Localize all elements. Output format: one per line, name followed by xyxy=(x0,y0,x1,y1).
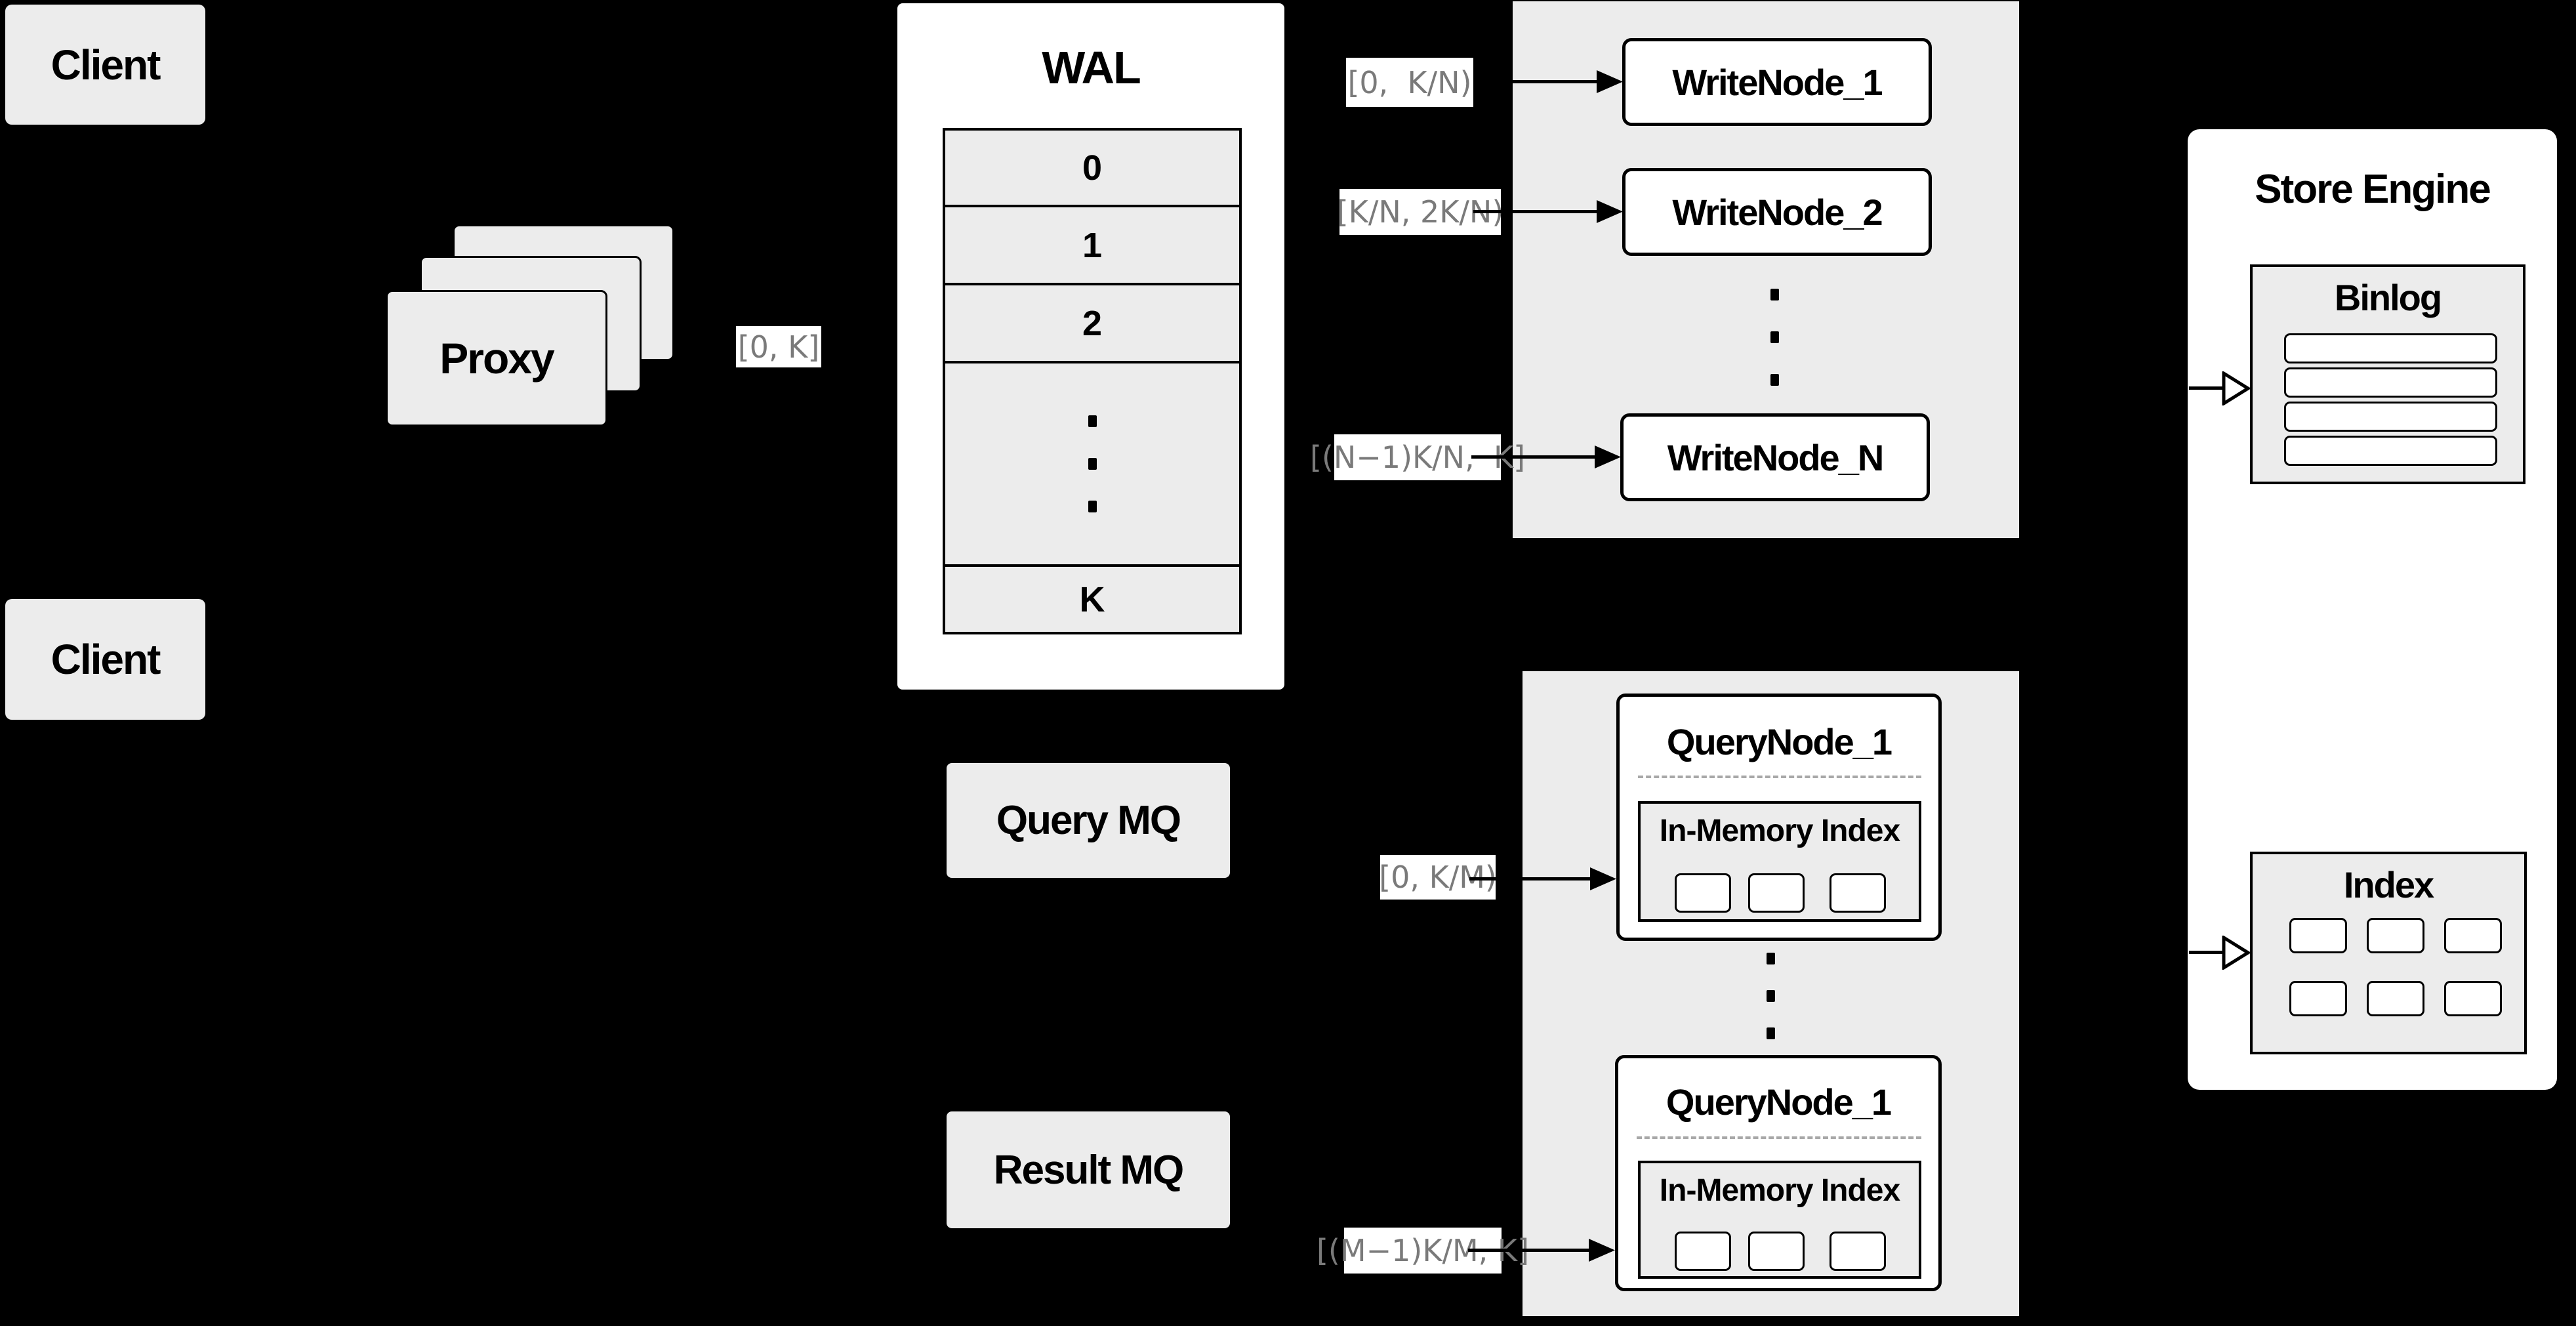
wal-segment-row-last: K xyxy=(945,564,1239,632)
ellipsis-dot xyxy=(1088,458,1097,470)
in-memory-index-2-title-wrap: In-Memory Index xyxy=(1641,1169,1919,1212)
query-node-2-box: QueryNode_1 In-Memory Index xyxy=(1615,1055,1942,1291)
client-top-label: Client xyxy=(51,41,161,89)
wal-segment-table: 0 1 2 K xyxy=(943,128,1242,634)
ellipsis-dot xyxy=(1767,990,1775,1002)
store-engine-title-wrap: Store Engine xyxy=(2188,161,2557,217)
arrow-to-index xyxy=(2189,936,2250,970)
query-node-2-separator xyxy=(1637,1136,1921,1139)
query-node-1-title-wrap: QueryNode_1 xyxy=(1620,715,1938,768)
binlog-bar xyxy=(2284,333,2497,363)
wal-box: WAL 0 1 2 K xyxy=(897,3,1284,690)
binlog-bar xyxy=(2284,367,2497,398)
query-mq-label: Query MQ xyxy=(996,798,1181,843)
ellipsis-dot xyxy=(1770,374,1779,386)
write-node-ellipsis xyxy=(1770,289,1779,386)
in-memory-index-2-title: In-Memory Index xyxy=(1659,1172,1900,1208)
memory-segment-cell xyxy=(1675,873,1731,913)
client-bottom-label: Client xyxy=(51,636,161,683)
in-memory-index-1-title: In-Memory Index xyxy=(1659,813,1900,848)
query-node-ellipsis xyxy=(1767,953,1775,1039)
binlog-bar xyxy=(2284,436,2497,466)
memory-segment-cell xyxy=(1748,1232,1805,1271)
write-node-1-label: WriteNode_1 xyxy=(1672,61,1883,103)
wal-segment-row: 1 xyxy=(945,205,1239,283)
query-mq-box: Query MQ xyxy=(947,763,1230,878)
wal-ellipsis xyxy=(945,361,1239,564)
wal-title: WAL xyxy=(1042,42,1141,93)
arrow-to-querynode-2 xyxy=(1468,1239,1615,1262)
query-node-1-box: QueryNode_1 In-Memory Index xyxy=(1616,694,1942,941)
memory-segment-cell xyxy=(1830,1232,1886,1271)
memory-segment-cell xyxy=(1675,1232,1731,1271)
ellipsis-dot xyxy=(1767,1027,1775,1039)
wal-segment-row: 2 xyxy=(945,283,1239,361)
client-bottom-box: Client xyxy=(5,599,205,720)
write-node-2-label: WriteNode_2 xyxy=(1672,191,1883,233)
memory-segment-cell xyxy=(1748,873,1805,913)
query-node-1-title: QueryNode_1 xyxy=(1666,720,1892,762)
memory-segment-cell xyxy=(1830,873,1886,913)
write-node-1-box: WriteNode_1 xyxy=(1622,38,1932,126)
ellipsis-dot xyxy=(1088,415,1097,427)
index-cell xyxy=(2444,981,2502,1016)
binlog-title: Binlog xyxy=(2334,276,2442,318)
arrow-to-writenode-1 xyxy=(1473,70,1623,93)
index-cell xyxy=(2367,981,2424,1016)
store-engine-box: Store Engine Binlog Index xyxy=(2188,129,2557,1090)
index-cell xyxy=(2444,918,2502,953)
binlog-title-wrap: Binlog xyxy=(2253,274,2523,321)
ellipsis-dot xyxy=(1770,289,1779,300)
index-cell xyxy=(2289,981,2347,1016)
index-cell xyxy=(2367,918,2424,953)
arrow-to-writenode-n xyxy=(1471,445,1621,468)
proxy-label: Proxy xyxy=(440,334,554,383)
arrow-to-querynode-1 xyxy=(1469,867,1616,890)
index-box: Index xyxy=(2250,852,2527,1054)
write-node-2-box: WriteNode_2 xyxy=(1622,168,1932,256)
in-memory-index-1-box: In-Memory Index xyxy=(1638,801,1921,922)
write-node-n-label: WriteNode_N xyxy=(1667,436,1885,478)
wal-segment-row: 0 xyxy=(1082,148,1103,188)
index-title: Index xyxy=(2343,863,2434,905)
store-engine-title: Store Engine xyxy=(2255,166,2491,212)
client-top-box: Client xyxy=(5,5,205,125)
in-memory-index-2-box: In-Memory Index xyxy=(1638,1161,1921,1279)
proxy-range-label: [0, K] xyxy=(736,326,821,367)
query-node-2-title: QueryNode_1 xyxy=(1666,1081,1892,1123)
ellipsis-dot xyxy=(1088,501,1097,512)
proxy-card-front: Proxy xyxy=(386,290,607,426)
write-node-n-box: WriteNode_N xyxy=(1620,413,1930,501)
ellipsis-dot xyxy=(1767,953,1775,964)
result-mq-label: Result MQ xyxy=(993,1147,1185,1193)
in-memory-index-1-title-wrap: In-Memory Index xyxy=(1641,809,1919,852)
query-node-2-title-wrap: QueryNode_1 xyxy=(1618,1075,1938,1128)
query-node-1-separator xyxy=(1638,776,1921,778)
index-cell xyxy=(2289,918,2347,953)
index-title-wrap: Index xyxy=(2253,861,2524,908)
wal-title-wrap: WAL xyxy=(897,39,1284,96)
binlog-bar xyxy=(2284,402,2497,432)
binlog-box: Binlog xyxy=(2250,264,2525,484)
result-mq-box: Result MQ xyxy=(947,1111,1230,1228)
arrow-to-binlog xyxy=(2189,371,2250,405)
write-range-label-1: [0, K/N) xyxy=(1346,58,1473,107)
arrow-to-writenode-2 xyxy=(1473,200,1623,223)
ellipsis-dot xyxy=(1770,331,1779,343)
